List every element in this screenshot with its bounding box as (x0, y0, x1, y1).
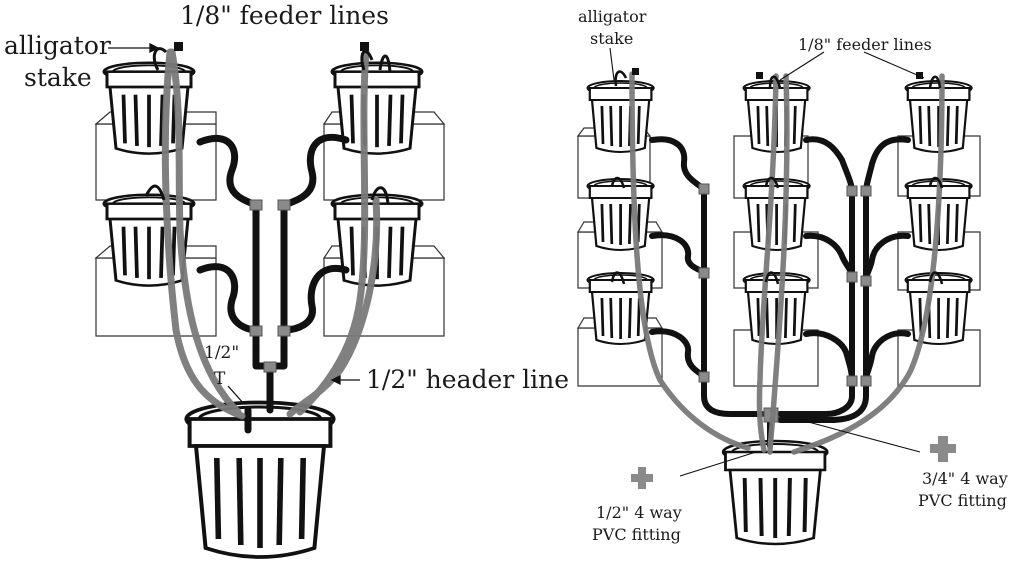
right-panel: alligator stake 1/8" feeder lines 1/2" 4… (576, 7, 1008, 546)
left-t-label: T (214, 369, 226, 389)
right-gray-feeder-lines (629, 71, 945, 455)
right-leader-lines (609, 47, 925, 477)
right-stake-label: stake (590, 29, 633, 48)
right-alligator-stakes (610, 68, 944, 285)
left-alligator-stakes (144, 42, 392, 205)
right-fitting-threequarter-line2: PVC fitting (918, 491, 1007, 510)
left-reservoir-bucket (186, 403, 333, 558)
left-t-fittings (249, 199, 291, 373)
left-alligator-label: alligator (4, 31, 111, 60)
right-fitting-threequarter-line1: 3/4" 4 way (922, 469, 1008, 488)
plus-fitting-icon (631, 467, 653, 489)
left-half-inch-label: 1/2" (204, 343, 239, 363)
left-black-lines (196, 133, 350, 434)
right-black-lines (649, 136, 911, 449)
left-panel: 1/8" feeder lines alligator stake 1/2" T… (4, 1, 569, 557)
right-fitting-half-line2: PVC fitting (592, 525, 681, 544)
plus-fitting-icon (930, 436, 956, 462)
left-header-line-label: 1/2" header line (366, 365, 569, 394)
left-stake-label: stake (24, 63, 92, 92)
left-gray-feeder-lines (161, 48, 381, 420)
right-fittings (698, 183, 872, 423)
right-fitting-half-line1: 1/2" 4 way (596, 503, 682, 522)
right-reservoir-bucket (721, 439, 830, 546)
right-feeder-lines-label: 1/8" feeder lines (798, 35, 932, 54)
left-leader-lines (108, 42, 360, 405)
left-feeder-lines-label: 1/8" feeder lines (180, 1, 389, 30)
right-alligator-label: alligator (578, 7, 647, 26)
